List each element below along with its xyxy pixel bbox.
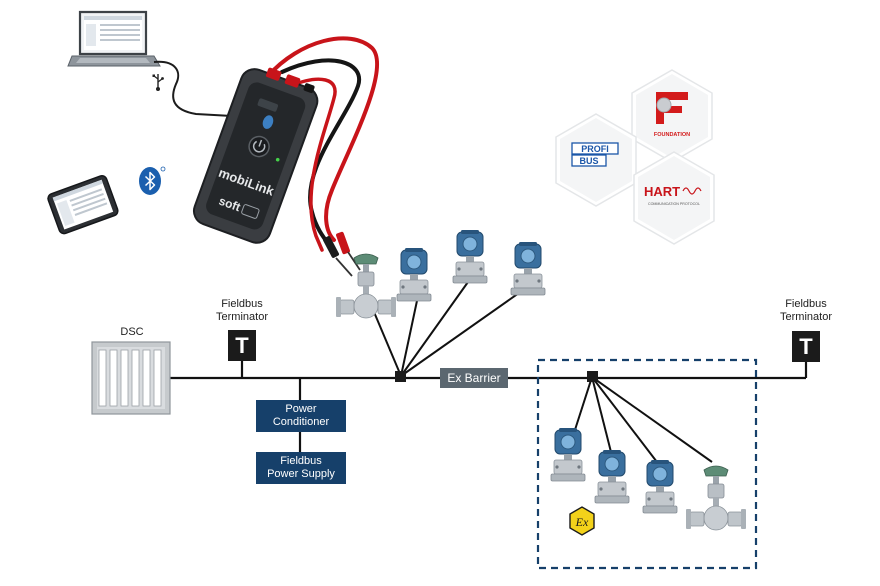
terminator-left-label: Fieldbus Terminator <box>206 298 278 324</box>
profibus-bottom-text: BUS <box>579 156 598 166</box>
tablet-icon <box>47 174 119 235</box>
control-valve-icon <box>685 465 747 531</box>
terminator-right-label-line1: Fieldbus <box>785 298 827 310</box>
ex-hazard-icon: Ex <box>569 506 595 536</box>
transmitter-icon <box>452 229 488 284</box>
power-conditioner-line1: Power <box>285 403 317 415</box>
transmitter-icon <box>594 449 630 504</box>
dsc-label: DSC <box>120 326 144 338</box>
terminator-left-label-line1: Fieldbus <box>221 298 263 310</box>
foundation-logo-hex: FOUNDATION <box>631 69 713 163</box>
fieldbus-terminator-right: T <box>792 331 820 362</box>
red-test-lead <box>266 36 380 242</box>
terminator-right-glyph: T <box>799 334 813 359</box>
profibus-logo-hex: PROFI BUS <box>555 113 637 207</box>
hazardous-zone-boundary <box>536 358 758 570</box>
usb-cable <box>153 60 233 117</box>
test-clips <box>323 231 361 277</box>
usb-icon <box>152 74 164 91</box>
red-test-lead-inner <box>288 77 337 252</box>
power-conditioner-box: Power Conditioner <box>256 400 346 432</box>
terminator-right-label-line2: Terminator <box>780 311 832 323</box>
laptop-icon <box>67 10 161 67</box>
transmitter-icon <box>550 427 586 482</box>
terminator-right-label: Fieldbus Terminator <box>770 298 842 324</box>
mobilink-device: mobiLink soft <box>192 67 319 244</box>
profibus-top-text: PROFI <box>581 144 609 154</box>
junction-box-right <box>587 371 598 382</box>
fieldbus-terminator-left: T <box>228 330 256 361</box>
ex-barrier-box: Ex Barrier <box>440 368 508 388</box>
hart-text: HART <box>644 184 680 199</box>
power-supply-line1: Fieldbus <box>280 455 322 467</box>
black-test-lead-outer <box>280 58 362 248</box>
junction-box-left <box>395 371 406 382</box>
fieldbus-power-supply-box: Fieldbus Power Supply <box>256 452 346 484</box>
spur-lines-safe-area <box>373 281 527 377</box>
transmitter-icon <box>510 241 546 296</box>
hart-logo-hex: HART COMMUNICATION PROTOCOL <box>633 151 715 245</box>
power-supply-line2: Power Supply <box>267 468 335 480</box>
control-valve-icon <box>335 253 397 319</box>
spur-lines-hazardous-area <box>572 376 713 467</box>
terminator-left-label-line2: Terminator <box>216 311 268 323</box>
hart-subtext: COMMUNICATION PROTOCOL <box>648 202 700 206</box>
transmitter-icon <box>396 247 432 302</box>
power-conditioner-line2: Conditioner <box>272 416 330 428</box>
ex-symbol-text: Ex <box>575 515 589 529</box>
bluetooth-icon <box>139 166 166 195</box>
dsc-cabinet <box>91 341 171 415</box>
foundation-text: FOUNDATION <box>654 132 690 138</box>
transmitter-icon <box>642 459 678 514</box>
terminator-left-glyph: T <box>235 333 249 358</box>
